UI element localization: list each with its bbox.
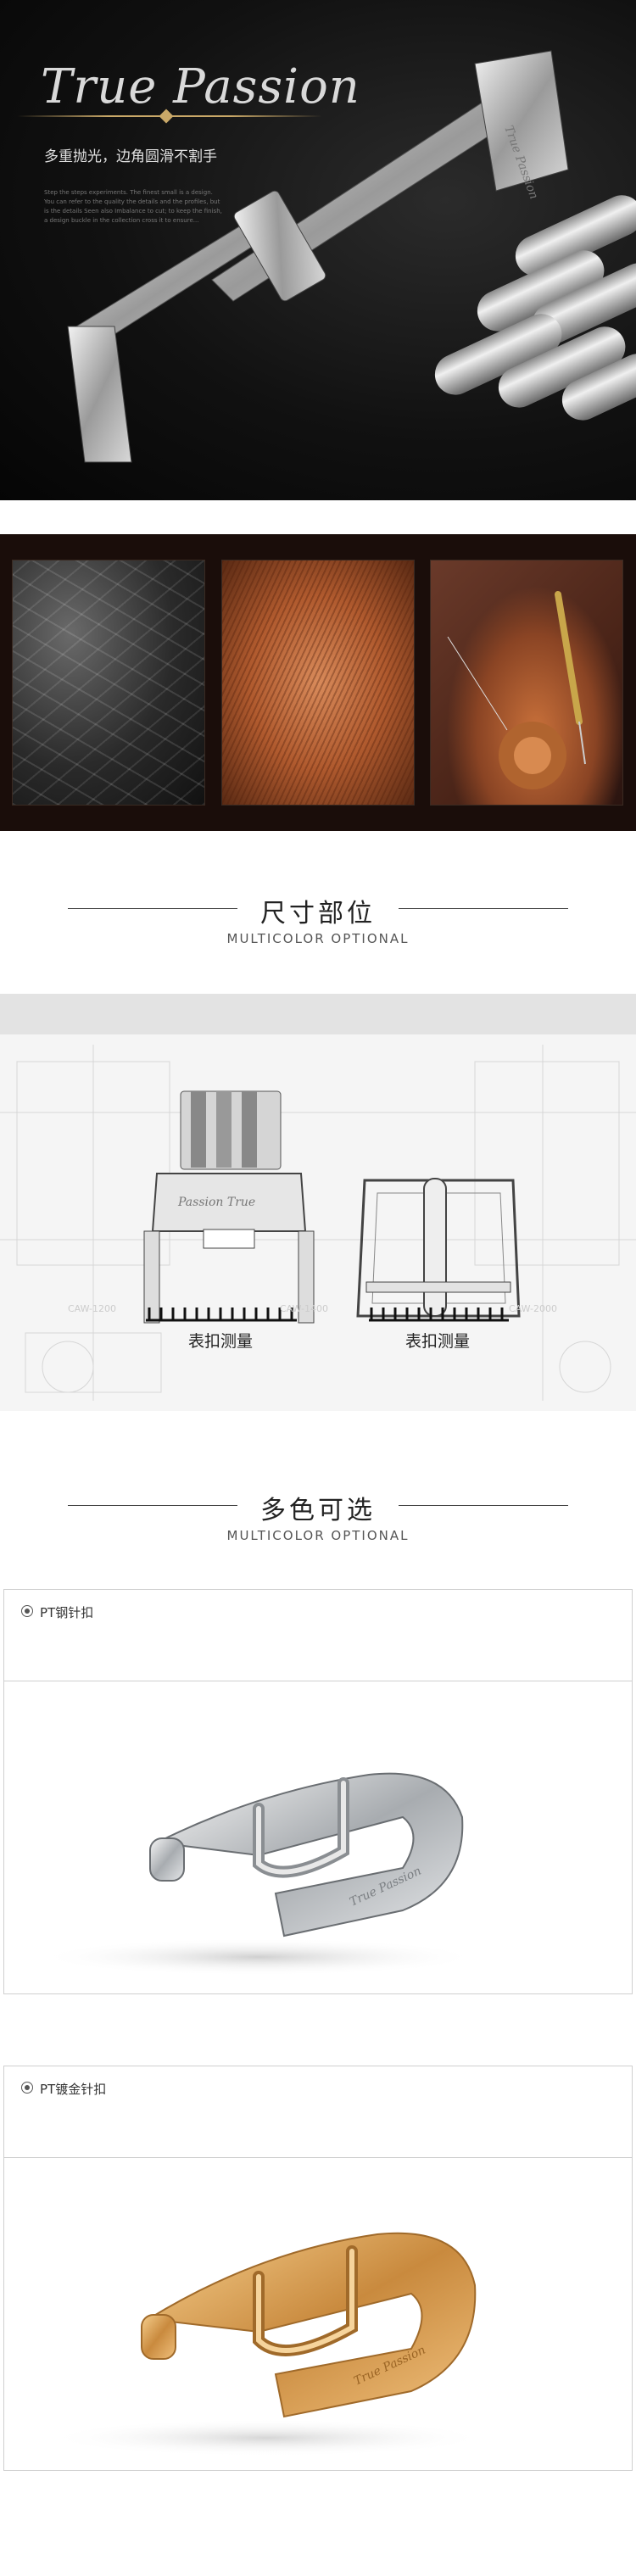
hero-banner: True Passion True Passion 多重抛光，边角圆滑不割手 S… — [0, 0, 636, 500]
sewing-tools-image — [430, 560, 623, 806]
brand-logo: True Passion — [41, 59, 360, 114]
divider-line — [68, 1505, 237, 1506]
radio-selected-icon[interactable] — [21, 1605, 33, 1617]
steel-pin-buckle-image: True Passion — [38, 1772, 479, 1976]
crocodile-leather-image — [12, 560, 205, 806]
hero-fine-print: Step the steps experiments. The finest s… — [44, 189, 222, 224]
divider-line — [68, 908, 237, 909]
deploy-engraving: Passion True — [177, 1196, 255, 1209]
pin-buckle-diagram — [356, 1178, 521, 1318]
divider-line — [399, 1505, 568, 1506]
blueprint-label: CAW-1200 — [68, 1303, 116, 1314]
gold-pin-buckle-image: True Passion — [47, 2232, 488, 2456]
blueprint-label: CAW-1400 — [280, 1303, 328, 1314]
variant-card-gold[interactable]: PT镀金针扣 True Passion — [3, 2066, 633, 2471]
pin-measure-caption: 表扣测量 — [404, 1332, 470, 1351]
size-section-title: 尺寸部位 — [260, 899, 376, 928]
variant-image-area: True Passion — [4, 1681, 632, 1993]
waxed-thread-image — [221, 560, 415, 806]
variant-card-header: PT镀金针扣 — [4, 2066, 632, 2158]
variant-label: PT镀金针扣 — [40, 2082, 107, 2097]
radio-selected-icon[interactable] — [21, 2082, 33, 2094]
awl-illustration — [447, 591, 586, 789]
color-section-subtitle: MULTICOLOR OPTIONAL — [226, 1528, 410, 1543]
hero-tagline: 多重抛光，边角圆滑不割手 — [44, 148, 217, 165]
color-section-header: 多色可选 MULTICOLOR OPTIONAL — [0, 1489, 636, 1557]
deployant-measure-caption: 表扣测量 — [187, 1332, 253, 1351]
divider-line — [399, 908, 568, 909]
size-section-subtitle: MULTICOLOR OPTIONAL — [226, 931, 410, 946]
ruler-left — [146, 1308, 297, 1322]
variant-image-area: True Passion — [4, 2158, 632, 2470]
variant-card-header: PT钢针扣 — [4, 1590, 632, 1681]
buckle-measurement-panel: Passion True — [0, 994, 636, 1411]
blueprint-background: Passion True — [0, 1045, 636, 1401]
blueprint-label: CAW-2000 — [509, 1303, 557, 1314]
steel-rods — [434, 195, 636, 421]
materials-strip — [0, 534, 636, 831]
variant-card-steel[interactable]: PT钢针扣 True Passion — [3, 1589, 633, 1994]
size-section-header: 尺寸部位 MULTICOLOR OPTIONAL — [0, 892, 636, 960]
deployant-clasp-illustration: True Passion — [67, 50, 636, 463]
deployant-buckle-diagram: Passion True — [143, 1090, 315, 1324]
color-section-title: 多色可选 — [260, 1496, 376, 1525]
variant-label: PT钢针扣 — [40, 1605, 94, 1620]
ruler-right — [369, 1308, 509, 1322]
